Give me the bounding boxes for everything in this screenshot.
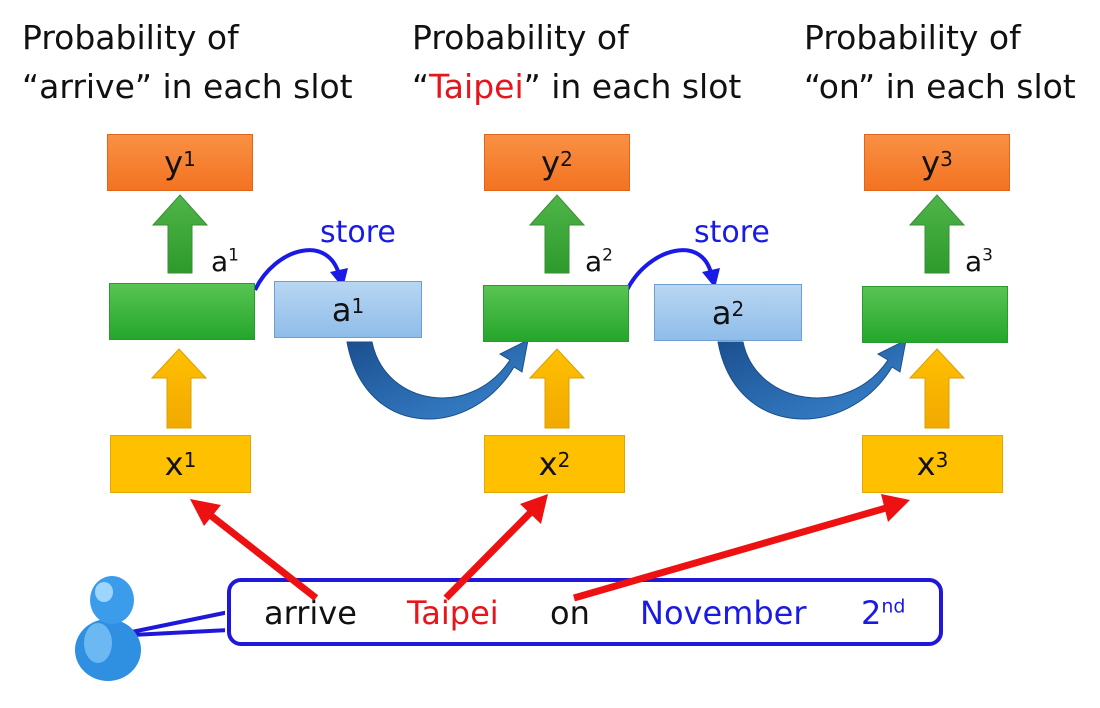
hidden-index: 3 xyxy=(982,245,993,266)
title-line2-slot-2: “Taipei” in each slot xyxy=(412,62,741,111)
open-quote: “ xyxy=(22,67,40,106)
store-arrow-1 xyxy=(253,248,342,291)
title-line1-slot-2: Probability of xyxy=(412,18,629,57)
hidden-symbol: a xyxy=(585,245,603,278)
title-line1-slot-3: Probability of xyxy=(804,18,1021,57)
title-slot-3: Probability of “on” in each slot xyxy=(804,13,1076,111)
word-2nd: 2nd xyxy=(861,594,905,632)
input-symbol: x xyxy=(538,445,558,483)
word-on: on xyxy=(550,594,590,632)
title-line2-slot-3: “on” in each slot xyxy=(804,62,1076,111)
word-arrive: arrive xyxy=(264,594,357,632)
hidden-box-2 xyxy=(483,285,629,342)
title-word-on: on xyxy=(818,67,859,106)
user-icon xyxy=(75,576,141,681)
hidden-index: 1 xyxy=(228,245,239,266)
title-word-arrive: arrive xyxy=(39,67,135,106)
output-symbol: y xyxy=(164,143,184,182)
up-arrow-input-to-hidden-1 xyxy=(150,348,208,429)
input-index: 3 xyxy=(935,448,949,472)
title-slot-1: Probability of “arrive” in each slot xyxy=(22,13,353,111)
ordinal-number: 2 xyxy=(861,594,882,632)
up-arrow-hidden-to-output-1 xyxy=(151,194,209,274)
store-label-1: store xyxy=(320,215,396,250)
up-arrow-input-to-hidden-3 xyxy=(908,348,966,429)
up-arrow-hidden-to-output-3 xyxy=(908,194,966,274)
word-taipei: Taipei xyxy=(407,594,499,632)
input-symbol: x xyxy=(164,445,184,483)
title-line2-slot-1: “arrive” in each slot xyxy=(22,62,353,111)
output-index: 2 xyxy=(560,146,573,171)
hidden-label-3: a3 xyxy=(965,245,993,278)
memory-index: 1 xyxy=(351,293,365,318)
store-arrow-2 xyxy=(625,248,714,291)
output-index: 1 xyxy=(183,146,196,171)
open-quote: “ xyxy=(412,67,430,106)
title-suffix: ” in each slot xyxy=(134,67,353,106)
input-index: 1 xyxy=(183,448,197,472)
hidden-box-1 xyxy=(109,283,255,340)
hidden-symbol: a xyxy=(211,245,229,278)
memory-symbol: a xyxy=(331,290,352,329)
hidden-index: 2 xyxy=(602,245,613,266)
store-arrowhead-2 xyxy=(702,268,720,288)
output-index: 3 xyxy=(940,146,953,171)
up-arrow-hidden-to-output-2 xyxy=(528,194,586,274)
input-symbol: x xyxy=(916,445,936,483)
title-line1-slot-1: Probability of xyxy=(22,18,239,57)
title-suffix: ” in each slot xyxy=(523,67,742,106)
up-arrow-input-to-hidden-2 xyxy=(528,348,586,429)
open-quote: “ xyxy=(804,67,819,106)
input-index: 2 xyxy=(557,448,571,472)
hidden-label-1: a1 xyxy=(211,245,239,278)
memory-arrow-2 xyxy=(717,339,907,420)
word-november: November xyxy=(640,594,807,632)
memory-index: 2 xyxy=(731,296,745,321)
store-label-2: store xyxy=(694,215,770,250)
memory-symbol: a xyxy=(711,293,732,332)
title-slot-2: Probability of “Taipei” in each slot xyxy=(412,13,741,111)
title-word-taipei: Taipei xyxy=(429,67,524,106)
hidden-label-2: a2 xyxy=(585,245,613,278)
title-suffix: ” in each slot xyxy=(858,67,1076,106)
ordinal-suffix: nd xyxy=(881,595,906,618)
hidden-box-3 xyxy=(862,286,1008,343)
hidden-symbol: a xyxy=(965,245,983,278)
memory-arrow-1 xyxy=(346,339,529,420)
output-symbol: y xyxy=(921,143,941,182)
output-symbol: y xyxy=(541,143,561,182)
